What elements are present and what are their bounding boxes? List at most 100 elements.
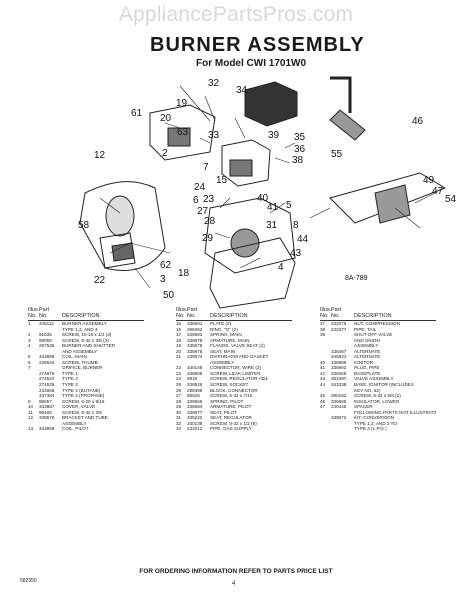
callout-63: 63	[177, 127, 189, 138]
part-description: PLATE (2)	[210, 321, 232, 326]
part-description: PIPE, GAS SUPPLY	[210, 426, 252, 432]
part-description: ARMATURE, MAIN	[210, 337, 250, 343]
illus-no: 28	[176, 398, 182, 404]
part-number: 274524	[39, 376, 55, 382]
part-description: ORIFICE, BURNER	[62, 365, 103, 371]
callout-54: 54	[445, 194, 457, 205]
callout-19: 19	[176, 98, 188, 109]
table-row: TYPE 1,2, AND 3	[28, 327, 144, 333]
document-code: 582350	[20, 578, 37, 584]
illus-no: 24	[176, 376, 182, 382]
part-description: BASEPLATE	[354, 370, 381, 376]
part-description: COVER, VALVE	[62, 404, 96, 410]
site-watermark-header: AppliancePartsPros.com	[118, 3, 354, 26]
part-number: 98526	[187, 393, 200, 399]
part-number: 232377	[331, 326, 347, 332]
callout-4: 4	[278, 262, 284, 273]
callout-20: 20	[160, 113, 172, 124]
part-number: 338455	[331, 370, 347, 376]
ordering-footer-note: FOR ORDERING INFORMATION REFER TO PARTS …	[139, 568, 333, 575]
illus-no: 8	[28, 398, 31, 404]
part-number: 345821	[331, 354, 347, 360]
illus-no: 31	[176, 415, 182, 421]
part-number: 236640	[39, 359, 55, 365]
part-description: AND UNION	[354, 337, 380, 343]
part-number: 338668	[187, 370, 203, 376]
callout-22: 22	[94, 275, 106, 286]
part-description: BRACKET AND TUBE	[62, 415, 108, 421]
pipe-fitting-part	[329, 109, 366, 141]
illus-no: 18	[176, 337, 182, 343]
callout-5: 5	[286, 200, 292, 211]
bracket-part	[99, 232, 136, 269]
part-number: 274525	[39, 382, 55, 388]
part-description: FLANGE, VALVE SEAT (2)	[210, 343, 265, 349]
part-description: ASSEMBLY	[354, 343, 379, 349]
part-number: 340146	[187, 365, 203, 371]
part-number: 338684	[187, 404, 203, 410]
part-description: RING, "O" (2)	[210, 326, 238, 332]
part-description: SPRING, PILOT	[210, 398, 244, 404]
ignitor-base-part	[111, 242, 135, 262]
part-number: 296398	[187, 387, 203, 393]
page-title: BURNER ASSEMBLY	[150, 34, 365, 56]
part-description: ALTERNATE	[354, 354, 381, 360]
parts-table-header: Illus.Part No.No.DESCRIPTION	[320, 307, 436, 321]
part-description: BURNER AND SHUTTER	[62, 343, 116, 349]
pilot-coil-part	[149, 104, 216, 161]
callout-46: 46	[412, 116, 424, 127]
table-row: AND UNION	[320, 338, 436, 344]
illus-no: 26	[176, 387, 182, 393]
part-description: SCREW, LEAK LIMITER	[210, 370, 261, 376]
baseplate-part	[209, 237, 296, 309]
part-number: 274876	[39, 370, 55, 376]
part-number: 98657	[39, 398, 52, 404]
part-number: 337384	[39, 393, 55, 399]
callout-39: 39	[268, 130, 280, 141]
callout-23: 23	[203, 194, 215, 205]
model-subtitle: For Model CWI 1701W0	[196, 58, 307, 69]
callout-2: 2	[162, 148, 168, 159]
illus-no: 41	[320, 365, 326, 371]
callout-61: 61	[131, 108, 143, 119]
parts-table-header: Illus.Part No.No.DESCRIPTION	[176, 307, 292, 321]
part-number: 336982	[331, 365, 347, 371]
exploded-parts-diagram: 32 34 19 20 61 63 2 33 39 35 36 38 7 12 …	[78, 76, 457, 309]
page-number: 4	[232, 581, 236, 587]
part-description: SCREW, SOCKET	[210, 382, 249, 388]
part-description: SEAT, PILOT	[210, 409, 237, 415]
part-number: 233212	[187, 426, 203, 432]
callout-43: 43	[290, 248, 302, 259]
table-row: 41 336982 PLUG, PIPE	[320, 365, 436, 371]
illus-no: 1	[28, 321, 31, 326]
callout-27: 27	[197, 206, 209, 217]
illus-no: 3	[28, 337, 31, 343]
part-description: KIT, CONVERSION	[354, 415, 395, 421]
illus-no: 23	[176, 370, 182, 376]
part-number: 338985	[331, 359, 347, 365]
part-description: BURNER ASSEMBLY	[62, 321, 107, 326]
part-description: FOLLOWING PARTS NOT ILLUSTRATED	[354, 409, 436, 415]
table-row: AND ASSEMBLY	[28, 349, 144, 355]
part-number: 297536	[39, 343, 55, 349]
part-description: PLUG, PIPE	[354, 365, 380, 371]
callout-41: 41	[267, 202, 279, 213]
part-description: NUT, COMPRESSION	[354, 321, 400, 326]
lower-bracket-part	[329, 172, 447, 224]
part-number: 343868	[39, 426, 55, 432]
illus-no: 29	[176, 404, 182, 410]
part-number: 345112	[39, 321, 54, 326]
callout-15: 15	[216, 175, 228, 186]
illus-no: 6	[28, 359, 31, 365]
part-description: COIL, MAIN	[62, 354, 87, 360]
